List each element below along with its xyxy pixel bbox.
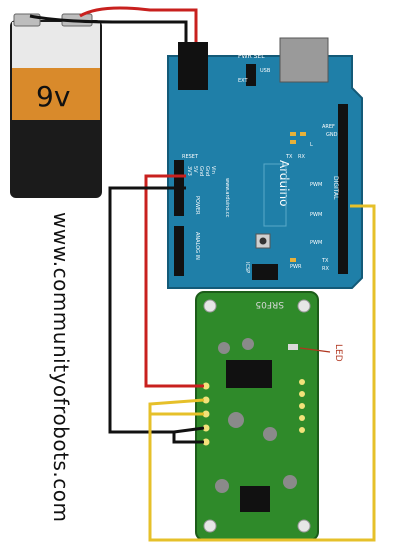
prog-pin-4 — [299, 415, 305, 421]
pwr-led-label: PWR — [290, 264, 302, 270]
wire-mode-black — [173, 426, 205, 434]
atmega-chip-outline — [263, 163, 287, 227]
srf05-sensor: SRF05 — [195, 291, 319, 541]
pin-trig — [202, 396, 210, 404]
power-label: POWER — [194, 196, 200, 215]
usb-connector — [279, 37, 329, 83]
pwm-label-2: PWM — [310, 212, 322, 218]
mount-hole-tl — [203, 299, 217, 313]
pwr-led — [290, 258, 296, 262]
ext-label: EXT — [238, 78, 248, 84]
wire-battery-red — [79, 6, 198, 42]
wire-5v-red — [144, 174, 204, 388]
prog-pin-5 — [299, 427, 305, 433]
mount-hole-br — [297, 519, 311, 533]
arduino-board: PWR SEL USB EXT AREF GND PWM PWM PWM TX … — [167, 37, 363, 289]
sensor-led — [288, 344, 298, 350]
battery-top-cap — [12, 22, 100, 68]
capacitor-3 — [228, 412, 244, 428]
capacitor-5 — [215, 479, 229, 493]
wire-trig-yellow — [148, 398, 205, 414]
rx-led — [290, 140, 296, 144]
tx-led-label: TX — [285, 154, 293, 160]
wire-gnd-black — [108, 186, 204, 444]
rx-led-label: RX — [298, 154, 305, 160]
pin-3v3-label: 3V3 — [186, 166, 192, 176]
analog-in-label: ANALOG IN — [194, 232, 200, 260]
analog-header — [174, 226, 184, 276]
pin-gnd2-label: Gnd — [204, 166, 210, 176]
l-led-label: L — [310, 142, 313, 148]
capacitor-2 — [242, 338, 254, 350]
arduino-website: www.arduino.cc — [224, 178, 230, 218]
pin-vcc — [202, 382, 210, 390]
sensor-ic-1 — [226, 360, 272, 388]
rx-label: RX — [322, 266, 329, 272]
capacitor-4 — [263, 427, 277, 441]
tx-label: TX — [321, 258, 329, 264]
battery-orange-band — [12, 68, 100, 120]
wire-signal-yellow — [148, 204, 376, 542]
prog-pin-3 — [299, 403, 305, 409]
tx-led — [290, 132, 296, 136]
icsp-header — [252, 264, 278, 280]
dc-jack — [178, 42, 208, 90]
pin-gnd — [202, 438, 210, 446]
wire-battery-black — [29, 14, 188, 42]
pin-vin-label: Vin — [210, 166, 216, 174]
sensor-model-label: SRF05 — [255, 299, 284, 309]
reset-label: RESET — [182, 154, 199, 160]
battery-9v: 9v — [10, 13, 102, 198]
pwm-label-3: PWM — [310, 240, 322, 246]
pwr-sel-label: PWR SEL — [238, 53, 265, 60]
prog-pin-1 — [299, 379, 305, 385]
battery-label: 9v — [36, 80, 70, 113]
capacitor-6 — [283, 475, 297, 489]
digital-label: DIGITAL — [332, 176, 339, 200]
pin-gnd1-label: Gnd — [198, 166, 204, 176]
pwr-sel-jumper — [246, 64, 256, 86]
arduino-brand: Arduino — [277, 160, 291, 206]
sensor-ic-2 — [240, 486, 270, 512]
footer-website: www.communityofrobots.com — [49, 212, 73, 523]
digital-header — [338, 104, 348, 274]
pwm-label-1: PWM — [310, 182, 322, 188]
pin-5v-label: 5V — [192, 166, 198, 173]
capacitor-1 — [218, 342, 230, 354]
l-led — [300, 132, 306, 136]
pin-echo — [202, 410, 210, 418]
mount-hole-bl — [203, 519, 217, 533]
led-label: LED — [333, 344, 343, 362]
gnd-label: GND — [326, 132, 338, 138]
usb-label: USB — [260, 68, 271, 74]
icsp-label: ICSP — [244, 262, 250, 273]
mount-hole-tr — [297, 299, 311, 313]
led-pointer — [299, 347, 331, 353]
prog-pin-2 — [299, 391, 305, 397]
arduino-pcb — [167, 55, 363, 289]
pin-mode — [202, 424, 210, 432]
reset-button-cap — [259, 237, 267, 245]
aref-label: AREF — [322, 124, 335, 130]
